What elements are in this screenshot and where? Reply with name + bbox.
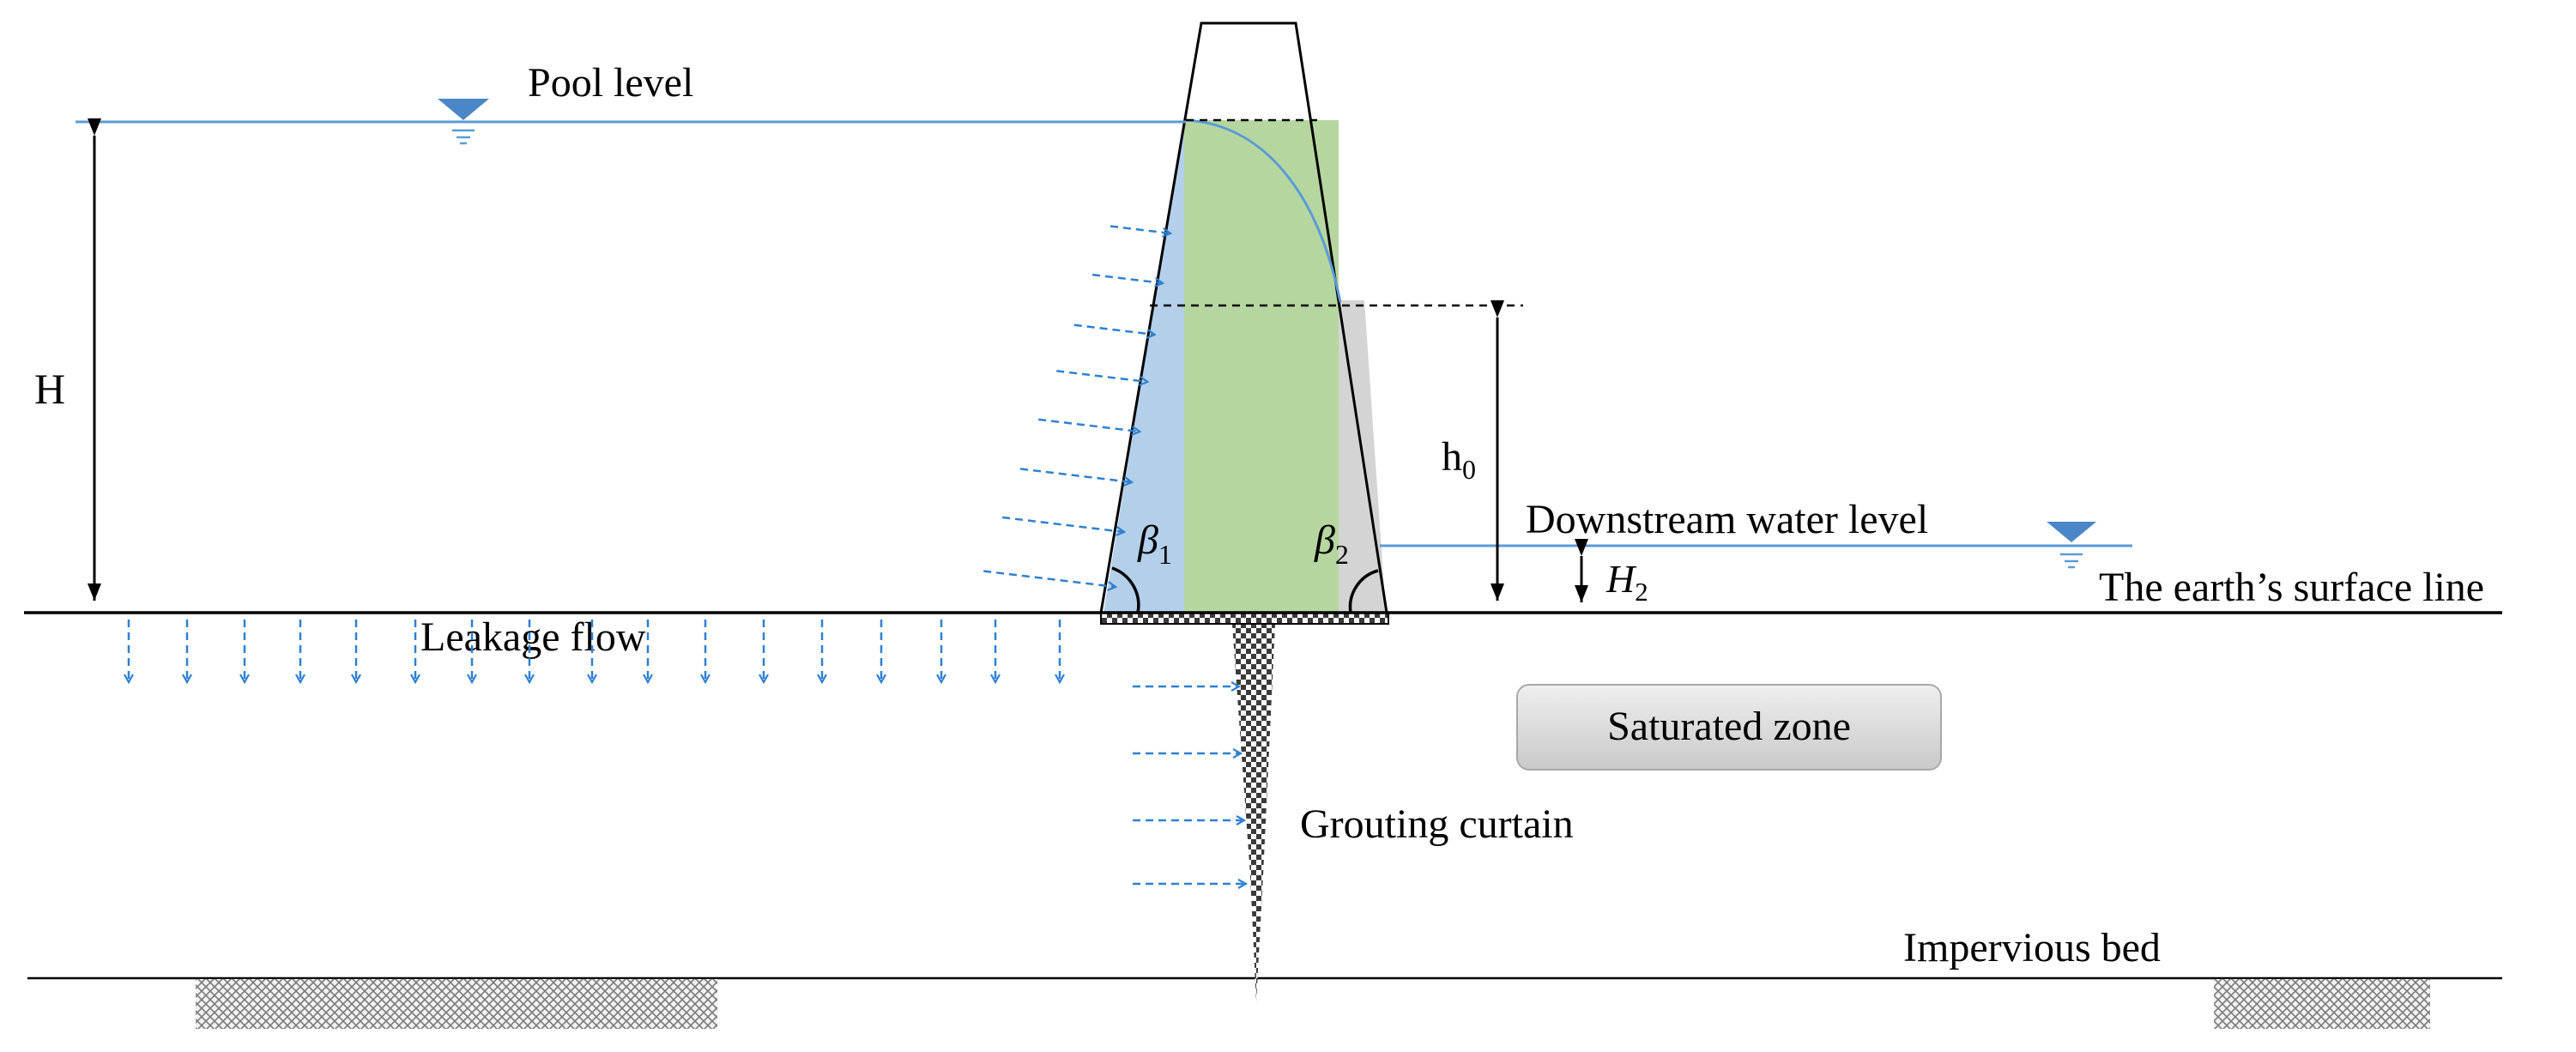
- grouting-curtain: [1232, 625, 1275, 1002]
- upstream-seepage-arrow: [1091, 273, 1163, 283]
- beta1-angle-arc: [1111, 566, 1140, 614]
- upstream-seepage-arrow: [1019, 468, 1132, 482]
- dam-foundation-plinth: [1100, 612, 1389, 625]
- upstream-seepage-arrow: [983, 570, 1116, 587]
- earth-surface-line-label: The earth’s surface line: [2099, 565, 2484, 610]
- pool-level-water-symbol: [438, 99, 489, 145]
- beta2-angle-arc: [1348, 569, 1379, 614]
- saturated-zone-label: Saturated zone: [1607, 704, 1851, 749]
- curtain-seepage-arrows: [1133, 686, 1246, 884]
- upstream-seepage-arrows: [983, 225, 1170, 587]
- saturated-zone-box: Saturated zone: [1516, 684, 1942, 771]
- downstream-water-symbol: [2047, 522, 2096, 569]
- dam-core-zone: [1184, 120, 1339, 613]
- upstream-seepage-arrow: [1110, 225, 1170, 233]
- impervious-bed-hatch-right: [2214, 979, 2430, 1029]
- upstream-seepage-arrow: [1073, 323, 1155, 335]
- beta1-label: β1: [1137, 517, 1172, 570]
- beta2-label: β2: [1314, 517, 1349, 570]
- h0-dimension-label: h0: [1442, 434, 1476, 485]
- impervious-bed-hatch-left: [196, 979, 717, 1029]
- leakage-flow-arrows: [129, 620, 1060, 682]
- H-dimension-label: H: [34, 365, 65, 413]
- upstream-seepage-arrow: [1001, 516, 1124, 532]
- pool-level-label: Pool level: [528, 60, 693, 106]
- phreatic-line: [1185, 118, 1342, 303]
- grouting-curtain-label: Grouting curtain: [1300, 801, 1574, 847]
- H2-dimension-label: H2: [1605, 557, 1648, 607]
- leakage-flow-label: Leakage flow: [420, 614, 646, 660]
- dam-body: [1099, 21, 1389, 625]
- upstream-seepage-arrow: [1038, 418, 1140, 432]
- upstream-seepage-arrow: [1056, 370, 1147, 382]
- downstream-water-level-label: Downstream water level: [1526, 497, 1928, 542]
- impervious-bed-label: Impervious bed: [1903, 925, 2161, 970]
